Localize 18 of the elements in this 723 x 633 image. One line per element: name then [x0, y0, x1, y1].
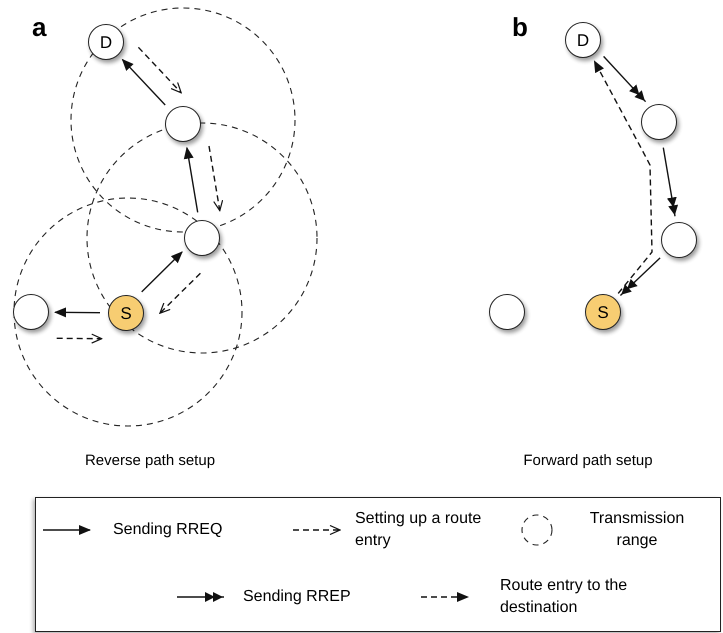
arrow	[594, 60, 653, 294]
arrow	[141, 251, 183, 292]
arrow	[159, 272, 201, 314]
panel-letter: b	[512, 11, 528, 44]
arrow	[208, 146, 224, 212]
arrow	[56, 334, 102, 344]
legend-text: Transmission range	[588, 509, 686, 551]
legend-text: Sending RREP	[243, 587, 352, 607]
arrow	[138, 46, 182, 94]
panel-caption: Reverse path setup	[84, 451, 216, 471]
panel-letter: a	[32, 11, 46, 44]
legend-text: Route entry to the destination	[500, 576, 628, 618]
legend-text: Setting up a route entry	[355, 509, 482, 551]
arrow	[54, 307, 100, 318]
panel-caption: Forward path setup	[522, 451, 654, 471]
legend-text: Sending RREQ	[113, 520, 224, 540]
arrow	[184, 146, 198, 213]
arrow	[122, 58, 166, 106]
